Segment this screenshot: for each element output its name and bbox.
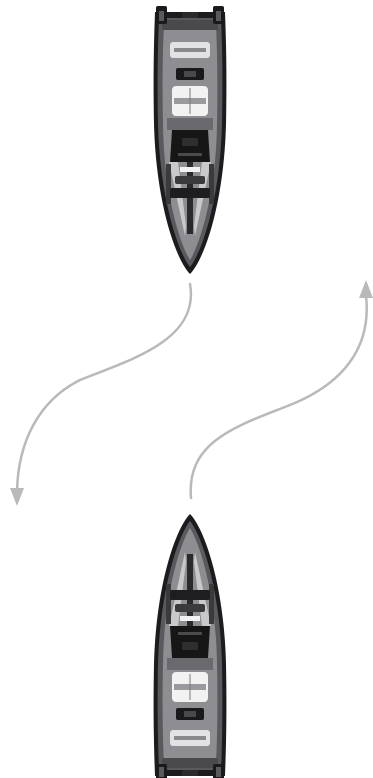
- arrow-left-curve: [17, 284, 191, 492]
- arrow-left-head-icon: [10, 488, 24, 506]
- boat-bottom: [154, 514, 227, 778]
- arrow-down-left: [10, 284, 191, 506]
- arrow-right-curve: [191, 296, 367, 498]
- arrow-right-head-icon: [359, 280, 373, 298]
- boat-top: [154, 6, 227, 274]
- arrow-up-right: [191, 280, 373, 498]
